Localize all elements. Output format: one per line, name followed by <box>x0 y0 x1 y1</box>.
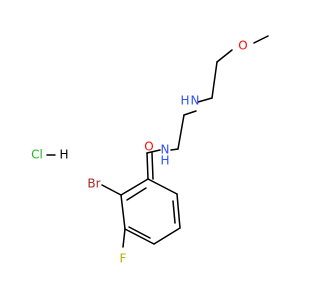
molecule-structure: O N H N H O Br F Cl H <box>31 35 269 266</box>
bond-ring-1 <box>147 178 178 195</box>
bond-ring-inner-1 <box>172 200 176 224</box>
atom-hydrogen-hcl: H <box>59 148 68 162</box>
bond-carbon-carbon-lower <box>177 114 185 150</box>
atom-fluorine: F <box>120 252 127 266</box>
bond-carbonyl-double-1 <box>146 152 149 180</box>
atom-hydrogen-amide: H <box>160 154 169 168</box>
atom-chlorine: Cl <box>31 148 43 162</box>
bond-carbonyl-double-2 <box>151 152 154 180</box>
bond-ring-4 <box>124 228 155 245</box>
bond-methyl-oxygen <box>253 35 269 44</box>
bond-amine-carbon <box>183 110 197 116</box>
atom-labels: O N H N H O Br F Cl H <box>31 39 248 266</box>
bond-ring-5 <box>120 194 126 230</box>
bond-carbon-amine <box>197 97 213 103</box>
bond-carbon-amide <box>170 148 179 151</box>
bond-ring-bromine <box>101 184 122 196</box>
bond-ring-inner-3 <box>126 187 147 201</box>
atom-hydrogen-amine: H <box>180 94 189 108</box>
atom-nitrogen-amide: N <box>161 143 170 157</box>
bond-carbon-carbon-upper <box>211 61 218 99</box>
atom-bromine: Br <box>87 177 100 191</box>
bond-ring-fluorine <box>122 228 126 248</box>
bond-oxygen-carbon <box>216 49 233 63</box>
atom-nitrogen-amine: N <box>191 94 200 108</box>
bond-lines <box>46 35 269 248</box>
bond-ring-3 <box>153 227 181 245</box>
atom-oxygen-ether: O <box>238 39 247 53</box>
atom-oxygen-carbonyl: O <box>144 140 153 154</box>
bond-ring-6 <box>120 178 149 196</box>
bond-ring-inner-2 <box>128 226 151 239</box>
bond-amide-carbonyl-carbon <box>146 149 161 154</box>
bond-ring-2 <box>176 193 181 229</box>
